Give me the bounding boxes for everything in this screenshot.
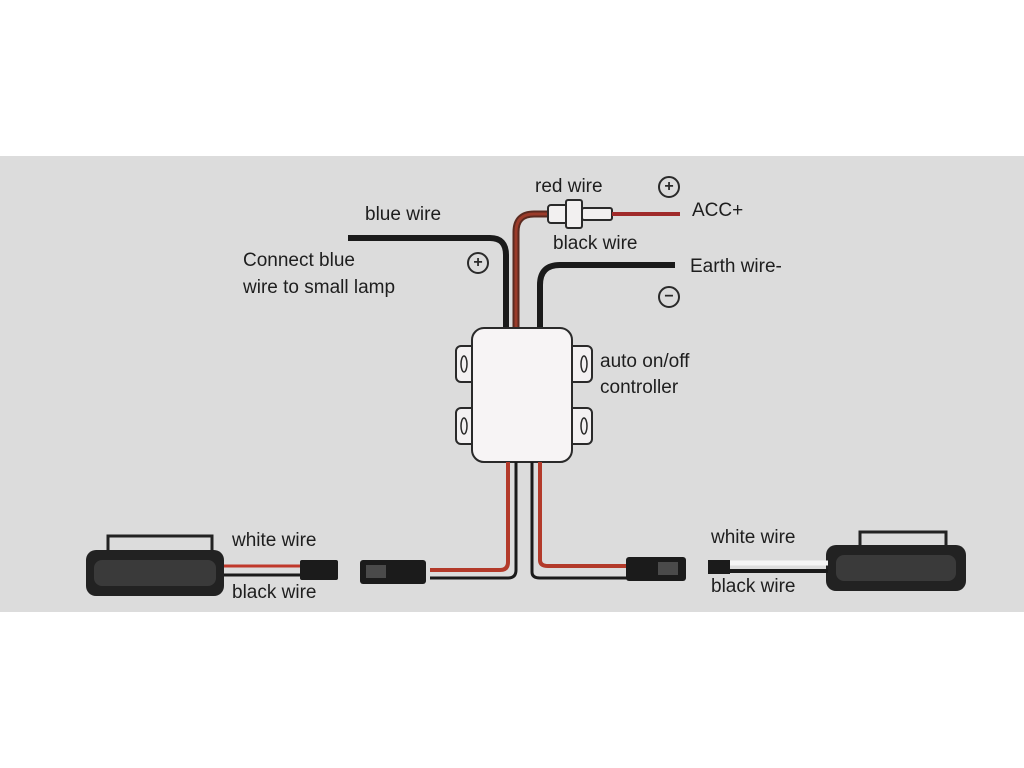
controller-box xyxy=(471,327,573,463)
label-controller-line2: controller xyxy=(600,377,679,398)
label-acc: ACC+ xyxy=(692,200,744,221)
label-white-wire-right: white wire xyxy=(711,527,796,548)
controller-hole-lt xyxy=(460,355,468,373)
left-center-connector-slot xyxy=(366,565,386,578)
positive-icon-blue: + xyxy=(467,252,489,274)
label-black-wire-top: black wire xyxy=(553,233,638,254)
right-harness-red xyxy=(538,462,628,568)
right-lamp-plug xyxy=(708,560,730,574)
blue-wire xyxy=(348,235,509,330)
controller-hole-rb xyxy=(580,417,588,435)
controller-hole-rt xyxy=(580,355,588,373)
label-connect-blue-line2: wire to small lamp xyxy=(243,277,396,298)
label-white-wire-left: white wire xyxy=(232,530,317,551)
earth-black-wire xyxy=(537,262,675,330)
label-controller-line1: auto on/off xyxy=(600,351,690,372)
label-black-wire-left: black wire xyxy=(232,582,317,603)
acc-connector-head xyxy=(565,199,583,229)
positive-icon-acc: + xyxy=(658,176,680,198)
left-harness-outline xyxy=(430,462,518,580)
left-harness-red xyxy=(430,462,510,572)
acc-connector-tail xyxy=(581,207,613,221)
left-lamp-bracket xyxy=(106,534,214,554)
label-earth-wire: Earth wire- xyxy=(690,256,782,277)
right-lamp-lens xyxy=(836,555,956,581)
label-red-wire: red wire xyxy=(535,176,603,197)
controller-hole-lb xyxy=(460,417,468,435)
acc-red-wire-inner xyxy=(514,212,548,330)
left-lamp-plug xyxy=(300,560,338,580)
right-harness-outline xyxy=(530,462,628,580)
right-center-connector-slot xyxy=(658,562,678,575)
negative-icon-earth: − xyxy=(658,286,680,308)
label-blue-wire: blue wire xyxy=(365,204,442,225)
label-connect-blue-line1: Connect blue xyxy=(243,250,355,271)
left-lamp-lens xyxy=(94,560,216,586)
label-black-wire-right: black wire xyxy=(711,576,796,597)
